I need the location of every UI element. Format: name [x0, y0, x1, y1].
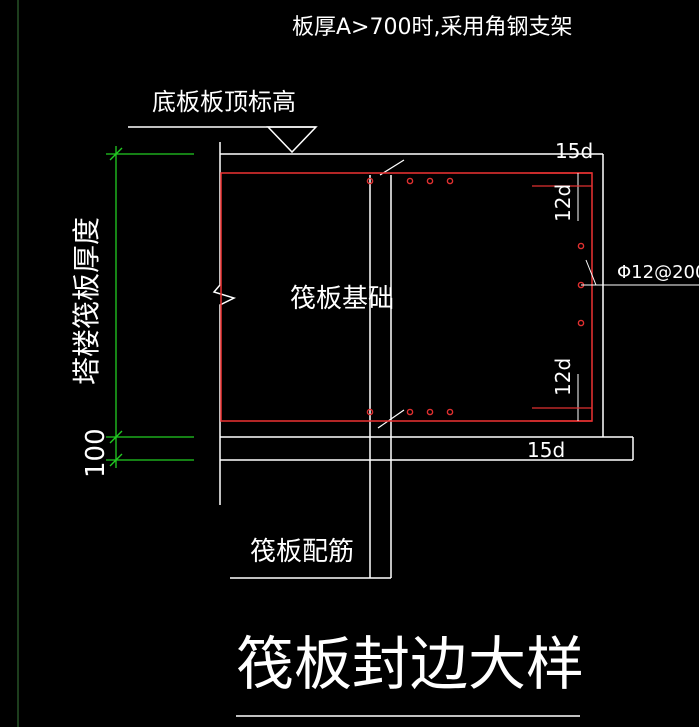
dim-100-label: 100 [81, 428, 111, 478]
thickness-dimension [106, 146, 194, 468]
thickness-label: 塔楼筏板厚度 [70, 217, 103, 385]
dim-tick-bottom [109, 453, 123, 467]
elevation-triangle-icon [266, 126, 318, 154]
section-tick-bottom [377, 409, 405, 429]
elevation-label: 底板板顶标高 [152, 88, 296, 116]
rebar-dots [366, 177, 585, 416]
rebar-label: 筏板配筋 [250, 537, 354, 567]
dim-12d-top: 12d [551, 184, 575, 222]
rebar-dot [426, 408, 434, 416]
dim-tick-top [109, 147, 123, 161]
rebar-dot [446, 177, 454, 185]
rebar-dot [446, 408, 454, 416]
callout-tick [585, 259, 597, 286]
dim-15d-top: 15d [555, 139, 593, 163]
rebar-dot [406, 177, 414, 185]
break-line [212, 142, 237, 505]
rebar-outline [220, 172, 593, 422]
dim-tick-mid [109, 430, 123, 444]
dim-12d-bottom: 12d [551, 358, 575, 396]
raft-body-label: 筏板基础 [290, 284, 394, 314]
rebar-callout-text: Φ12@200 [617, 262, 699, 283]
rebar-dot [406, 408, 414, 416]
rebar-dot [366, 408, 374, 416]
dim-15d-bottom: 15d [527, 438, 565, 462]
rebar-dot [577, 319, 585, 327]
drawing-title: 筏板封边大样 [236, 630, 584, 698]
rebar-dot [366, 177, 374, 185]
top-note-text: 板厚A>700时,采用角钢支架 [292, 15, 572, 40]
rebar-dot [577, 242, 585, 250]
rebar-dot [426, 177, 434, 185]
